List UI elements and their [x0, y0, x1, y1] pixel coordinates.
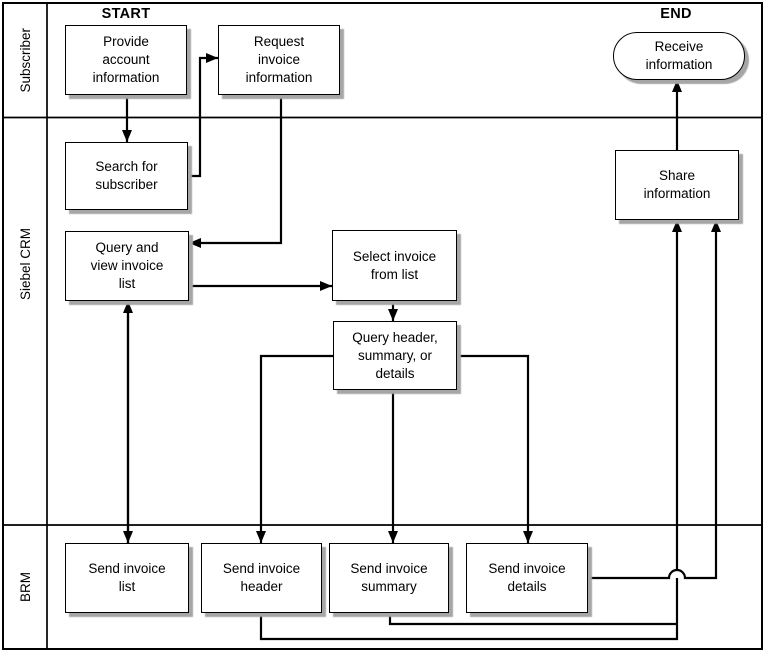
- start-label: START: [101, 6, 151, 22]
- node-query-view-list-label: Query and view invoice list: [90, 240, 164, 291]
- node-share-information: Share information: [615, 150, 739, 220]
- node-send-details: Send invoice details: [466, 543, 588, 613]
- node-send-list-label: Send invoice list: [88, 561, 166, 594]
- lane-label-subscriber: Subscriber: [3, 3, 47, 117]
- node-provide-account: Provide account information: [65, 25, 187, 95]
- edge-search-to-request: [188, 53, 218, 178]
- node-send-list: Send invoice list: [65, 543, 189, 613]
- node-send-summary-label: Send invoice summary: [350, 561, 428, 594]
- node-send-details-label: Send invoice details: [488, 561, 566, 594]
- lane-label-subscriber-text: Subscriber: [17, 27, 33, 93]
- lane-label-brm-text: BRM: [17, 572, 33, 602]
- node-receive-information-label: Receive information: [645, 39, 713, 72]
- node-request-invoice: Request invoice information: [218, 25, 340, 95]
- lane-label-siebel-crm: Siebel CRM: [3, 117, 47, 411]
- node-request-invoice-label: Request invoice information: [245, 34, 313, 85]
- node-select-invoice: Select invoice from list: [332, 230, 457, 301]
- node-query-header-label: Query header, summary, or details: [352, 329, 438, 381]
- edge-queryheader-to-sendheader: [256, 354, 333, 543]
- node-query-view-list: Query and view invoice list: [65, 231, 189, 301]
- edge-sendheader-to-share: [259, 220, 682, 641]
- node-select-invoice-label: Select invoice from list: [352, 248, 437, 282]
- node-send-summary: Send invoice summary: [329, 543, 449, 613]
- edge-request-to-querylist: [189, 95, 283, 248]
- node-search-subscriber: Search for subscriber: [65, 142, 188, 210]
- node-query-header: Query header, summary, or details: [333, 321, 457, 390]
- lane-label-siebel-crm-text: Siebel CRM: [17, 227, 33, 301]
- edge-senddetails-to-share: [588, 220, 721, 580]
- end-label: END: [660, 6, 692, 22]
- edge-sendsummary-join: [388, 613, 678, 626]
- node-receive-information: Receive information: [613, 32, 745, 80]
- node-provide-account-label: Provide account information: [92, 34, 160, 85]
- node-send-header-label: Send invoice header: [222, 561, 301, 594]
- edge-queryheader-to-senddetails: [457, 354, 533, 543]
- lane-label-brm: BRM: [3, 525, 47, 649]
- node-share-information-label: Share information: [643, 168, 711, 201]
- node-search-subscriber-label: Search for subscriber: [95, 159, 158, 192]
- node-send-header: Send invoice header: [201, 543, 322, 613]
